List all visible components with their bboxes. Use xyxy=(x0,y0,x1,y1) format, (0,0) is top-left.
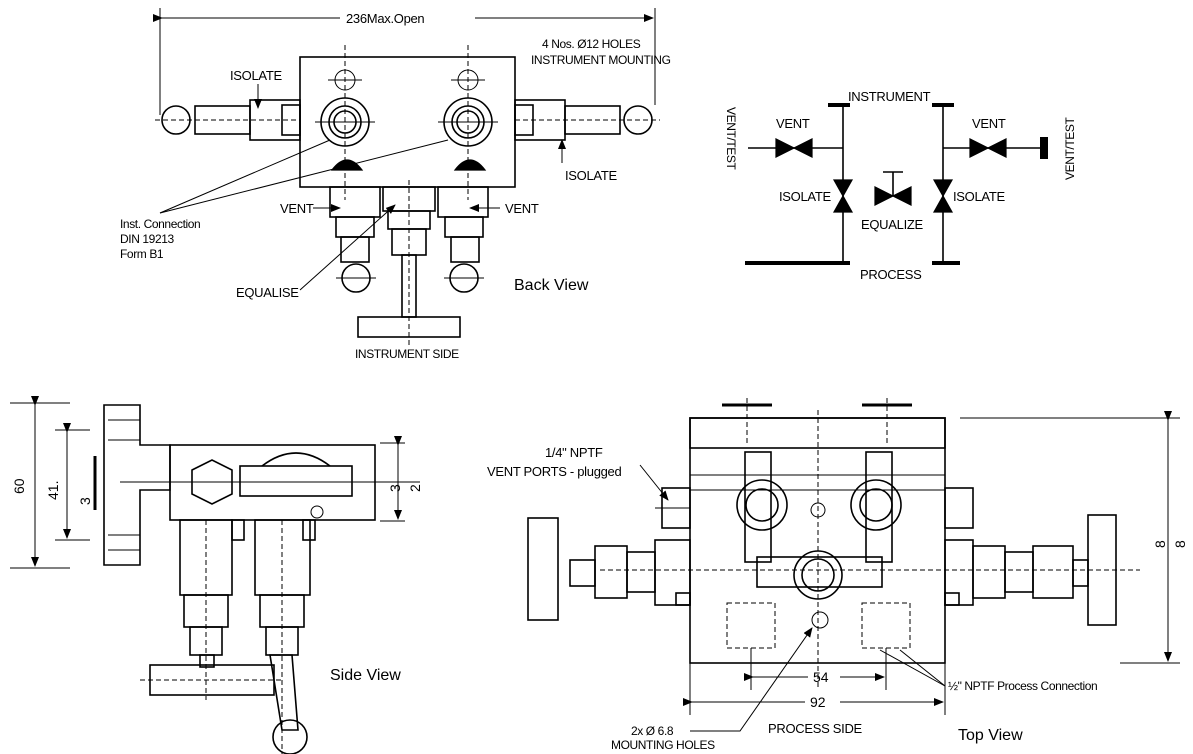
dim-60-label: 60 xyxy=(11,478,27,494)
schematic-instrument-label: INSTRUMENT xyxy=(848,89,931,104)
valve-schematic: INSTRUMENT PROCESS VENT VENT VENT/TEST V… xyxy=(724,89,1077,282)
vent-ports-line2: VENT PORTS - plugged xyxy=(487,464,621,479)
schematic-process-label: PROCESS xyxy=(860,267,922,282)
dim-3-left-label: 3 xyxy=(77,497,93,505)
dim-3-right-label: 3 xyxy=(387,484,403,492)
schematic-vent-left-label: VENT xyxy=(776,116,810,131)
process-side-label: PROCESS SIDE xyxy=(768,721,863,736)
vent-right-label: VENT xyxy=(505,201,539,216)
schematic-vent-right-label: VENT xyxy=(972,116,1006,131)
holes-label-line2: INSTRUMENT MOUNTING xyxy=(531,53,671,67)
instrument-side-label: INSTRUMENT SIDE xyxy=(355,347,459,361)
vent-left-label: VENT xyxy=(280,201,314,216)
isolate-right-label: ISOLATE xyxy=(565,168,617,183)
side-view-title: Side View xyxy=(330,667,401,684)
mounting-holes-line1: 2x Ø 6.8 xyxy=(631,724,674,738)
back-view: 236Max.Open xyxy=(120,8,671,361)
schematic-equalize-label: EQUALIZE xyxy=(861,217,924,232)
dim-54-label: 54 xyxy=(813,669,829,685)
vent-ports-line1: 1/4" NPTF xyxy=(545,445,603,460)
top-view: 8 8 54 92 1/4" NPTF VENT PORTS - plugged… xyxy=(487,398,1188,752)
equalise-label: EQUALISE xyxy=(236,285,299,300)
dim-8-a-label: 8 xyxy=(1152,540,1168,548)
dim-41-label: 41. xyxy=(45,481,61,500)
side-view: 60 41. 3 3 2 xyxy=(10,396,423,754)
top-view-title: Top View xyxy=(958,727,1023,744)
mounting-holes-line2: MOUNTING HOLES xyxy=(611,738,715,752)
isolate-left-label: ISOLATE xyxy=(230,68,282,83)
back-view-title: Back View xyxy=(514,277,589,294)
dim-max-open-label: 236Max.Open xyxy=(346,11,424,26)
schematic-isolate-right-label: ISOLATE xyxy=(953,189,1005,204)
schematic-vent-test-left-label: VENT/TEST xyxy=(724,107,738,170)
holes-label-line1: 4 Nos. Ø12 HOLES xyxy=(542,37,641,51)
inst-connection-line1: Inst. Connection xyxy=(120,217,200,231)
process-connection-label: ½" NPTF Process Connection xyxy=(948,679,1097,693)
schematic-vent-test-right-label: VENT/TEST xyxy=(1063,117,1077,180)
schematic-isolate-left-label: ISOLATE xyxy=(779,189,831,204)
dim-8-b-label: 8 xyxy=(1172,540,1188,548)
dim-92-label: 92 xyxy=(810,694,826,710)
inst-connection-line2: DIN 19213 xyxy=(120,232,174,246)
dim-2-label: 2 xyxy=(407,484,423,492)
inst-connection-line3: Form B1 xyxy=(120,247,164,261)
